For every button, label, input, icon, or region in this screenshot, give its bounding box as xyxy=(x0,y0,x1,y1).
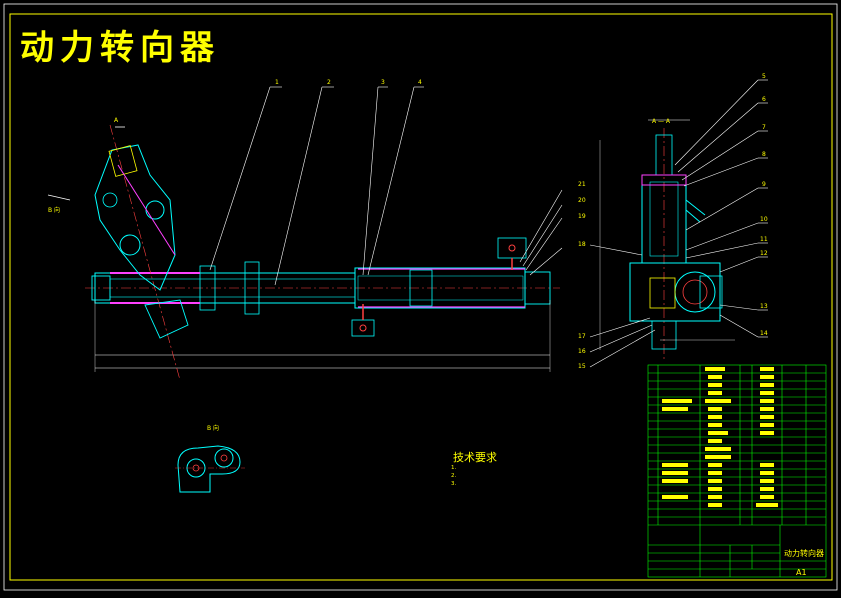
title-block-name: 动力转向器 xyxy=(784,549,824,558)
leaders-main xyxy=(209,86,563,286)
section-label: A — A xyxy=(652,118,671,125)
part-label-14: 14 xyxy=(760,330,768,337)
pinion-housing xyxy=(47,124,189,381)
rack-main-view xyxy=(85,237,560,372)
title-block-sheet-size: A1 xyxy=(796,568,807,577)
drawing-title: 动力转向器 xyxy=(20,28,220,68)
part-label-20: 20 xyxy=(578,197,586,204)
parts-list-cell-text xyxy=(662,367,778,507)
part-label-9: 9 xyxy=(762,181,766,188)
part-label-2: 2 xyxy=(327,79,331,86)
leaders-section xyxy=(589,79,768,368)
part-label-4: 4 xyxy=(418,79,422,86)
part-label-6: 6 xyxy=(762,96,766,103)
part-label-17: 17 xyxy=(578,333,586,340)
part-label-7: 7 xyxy=(762,124,766,131)
part-label-1: 1 xyxy=(275,79,279,86)
part-label-19: 19 xyxy=(578,213,586,220)
part-label-5: 5 xyxy=(762,73,766,80)
part-label-18: 18 xyxy=(578,241,586,248)
technical-requirement-item: 3. xyxy=(451,481,457,487)
part-label-8: 8 xyxy=(762,151,766,158)
section-a-a xyxy=(599,119,735,360)
view-b-side-label: B 向 xyxy=(48,206,60,214)
part-label-15: 15 xyxy=(578,363,586,370)
technical-requirements-heading: 技术要求 xyxy=(453,451,497,464)
part-label-16: 16 xyxy=(578,348,586,355)
part-label-21: 21 xyxy=(578,181,586,188)
technical-requirement-item: 2. xyxy=(451,473,457,479)
part-label-13: 13 xyxy=(760,303,768,310)
section-mark-a: A xyxy=(114,117,119,124)
view-b-label: B 向 xyxy=(207,424,219,432)
part-label-3: 3 xyxy=(381,79,385,86)
parts-list-table xyxy=(647,364,827,578)
outer-border xyxy=(3,3,838,591)
technical-requirement-item: 1. xyxy=(451,465,457,471)
part-label-12: 12 xyxy=(760,250,768,257)
part-label-10: 10 xyxy=(760,216,768,223)
part-label-11: 11 xyxy=(760,236,768,243)
view-b xyxy=(175,445,245,493)
part-labels: 1 2 3 4 5 6 7 8 9 10 11 12 13 14 15 16 1… xyxy=(48,73,768,432)
inner-frame xyxy=(9,13,833,581)
